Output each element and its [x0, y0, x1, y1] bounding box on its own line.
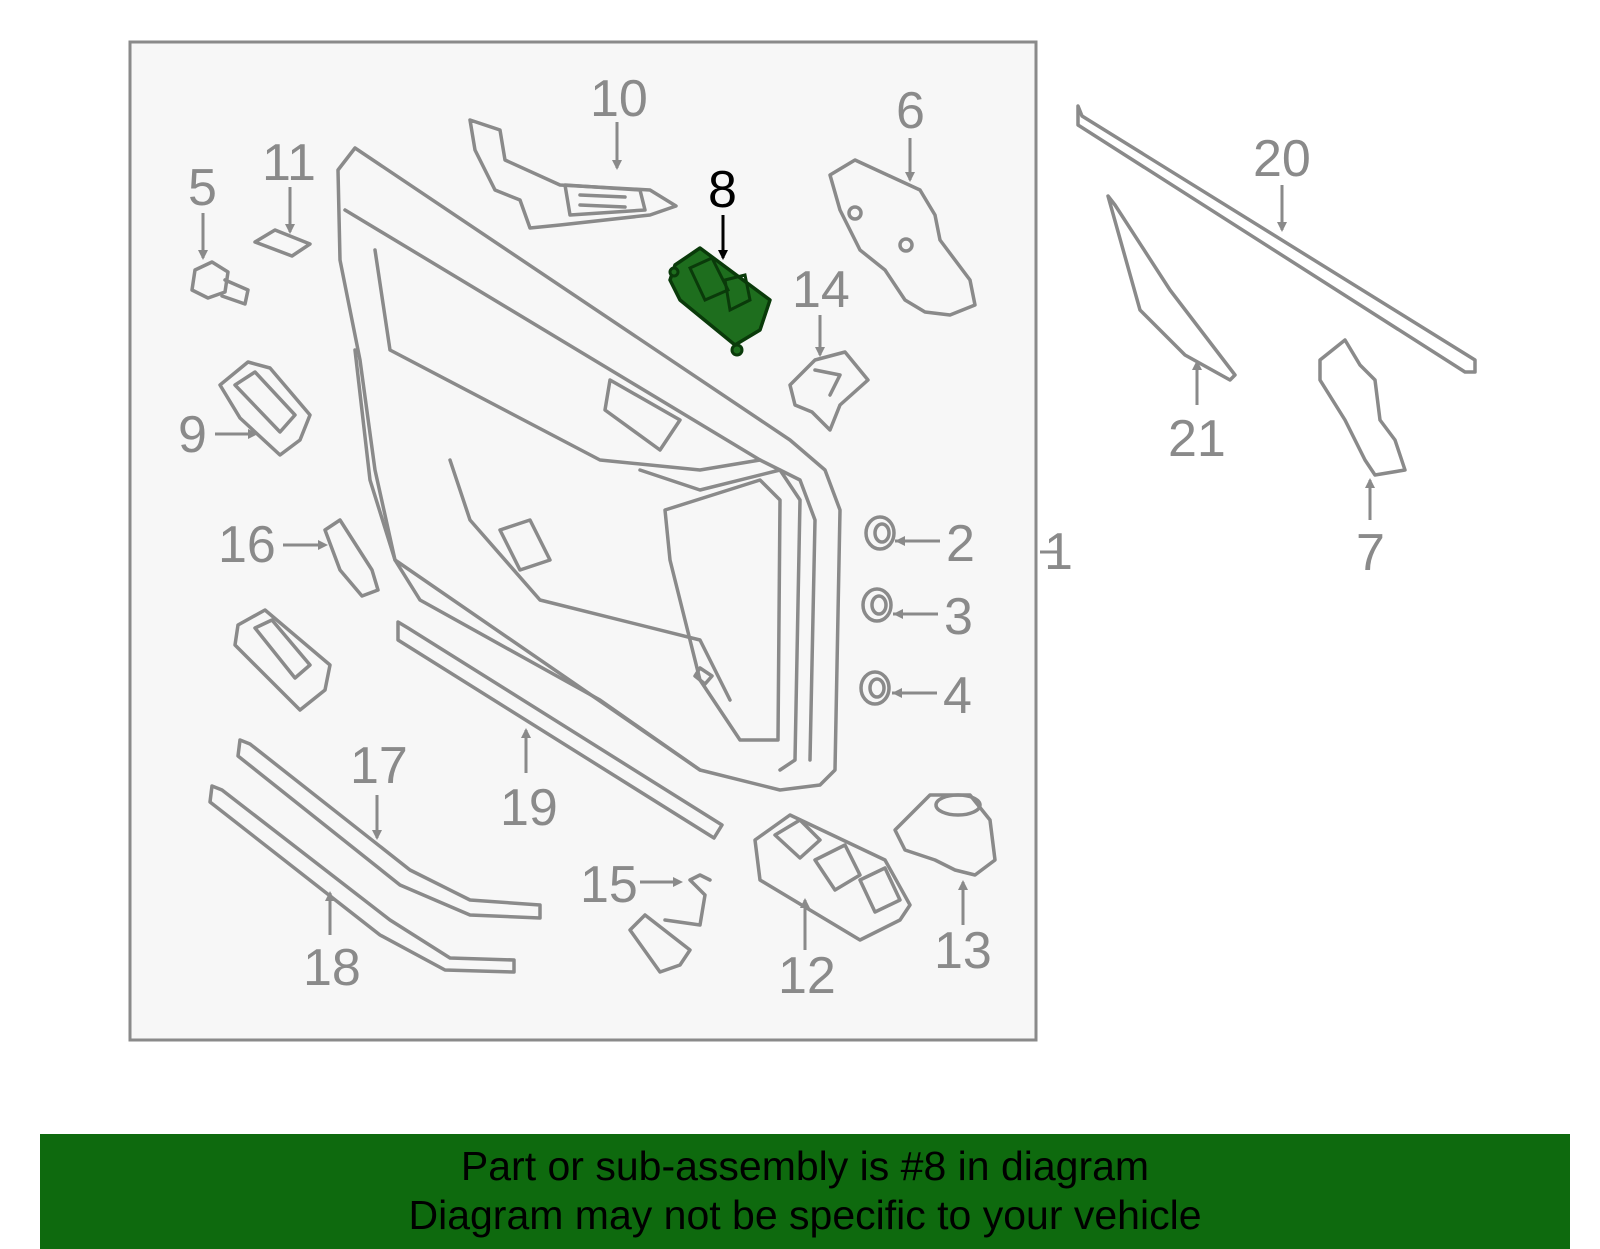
part-14-bracket: [788, 350, 870, 432]
leader-8-arrowhead: [718, 250, 728, 260]
callout-1: 1: [1044, 523, 1073, 581]
banner-line-1: Part or sub-assembly is #8 in diagram: [460, 1143, 1150, 1189]
callout-11: 11: [262, 134, 316, 192]
part-8-switch-highlighted: [668, 246, 772, 357]
callout-21: 21: [1168, 410, 1226, 468]
callout-4: 4: [943, 667, 972, 725]
part-6-bracket: [828, 158, 977, 317]
part-4-clip: [859, 670, 891, 706]
part-13-switch: [893, 793, 997, 877]
part-18-weatherstrip: [208, 784, 516, 974]
door-trim-panel: [336, 146, 842, 792]
part-20-belt-molding: [1076, 104, 1477, 374]
callout-13: 13: [934, 922, 992, 980]
callout-12: 12: [778, 947, 836, 1005]
part-9-switch-bezel: [218, 360, 312, 457]
callout-5: 5: [188, 159, 217, 217]
part-3-clip: [861, 587, 893, 623]
part-16-clip: [323, 518, 380, 598]
callout-7: 7: [1356, 524, 1385, 582]
callout-17: 17: [350, 737, 408, 795]
callout-10: 10: [590, 70, 648, 128]
banner-line-2: Diagram may not be specific to your vehi…: [408, 1192, 1202, 1238]
part-21-trim: [1106, 194, 1237, 382]
callout-16: 16: [218, 516, 276, 574]
callout-3: 3: [944, 588, 973, 646]
part-11-pad: [253, 228, 312, 258]
part-12-window-switch: [753, 813, 912, 942]
part-17-weatherstrip: [236, 738, 542, 920]
part-19-molding: [396, 620, 724, 840]
info-banner: Part or sub-assembly is #8 in diagram Di…: [40, 1134, 1570, 1249]
callout-15: 15: [580, 856, 638, 914]
part-7-bracket: [1318, 338, 1407, 477]
callout-2: 2: [946, 515, 975, 573]
callout-9: 9: [178, 406, 207, 464]
leader-arrowheads: [198, 160, 1375, 908]
callout-19: 19: [500, 779, 558, 837]
callout-18: 18: [303, 939, 361, 997]
part-2-clip: [864, 515, 896, 551]
callout-20: 20: [1253, 130, 1311, 188]
callout-14: 14: [792, 261, 850, 319]
switch-bezel-unlabeled: [233, 608, 332, 712]
parts-diagram: 1 2 3 4 5 6 7 8 9 10 11 12 13 14 15 16 1…: [128, 40, 1477, 1042]
callout-6: 6: [896, 82, 925, 140]
part-15-switch: [628, 873, 712, 974]
part-5-screw: [190, 260, 250, 306]
callout-8: 8: [708, 161, 737, 219]
part-10-garnish: [468, 118, 678, 230]
